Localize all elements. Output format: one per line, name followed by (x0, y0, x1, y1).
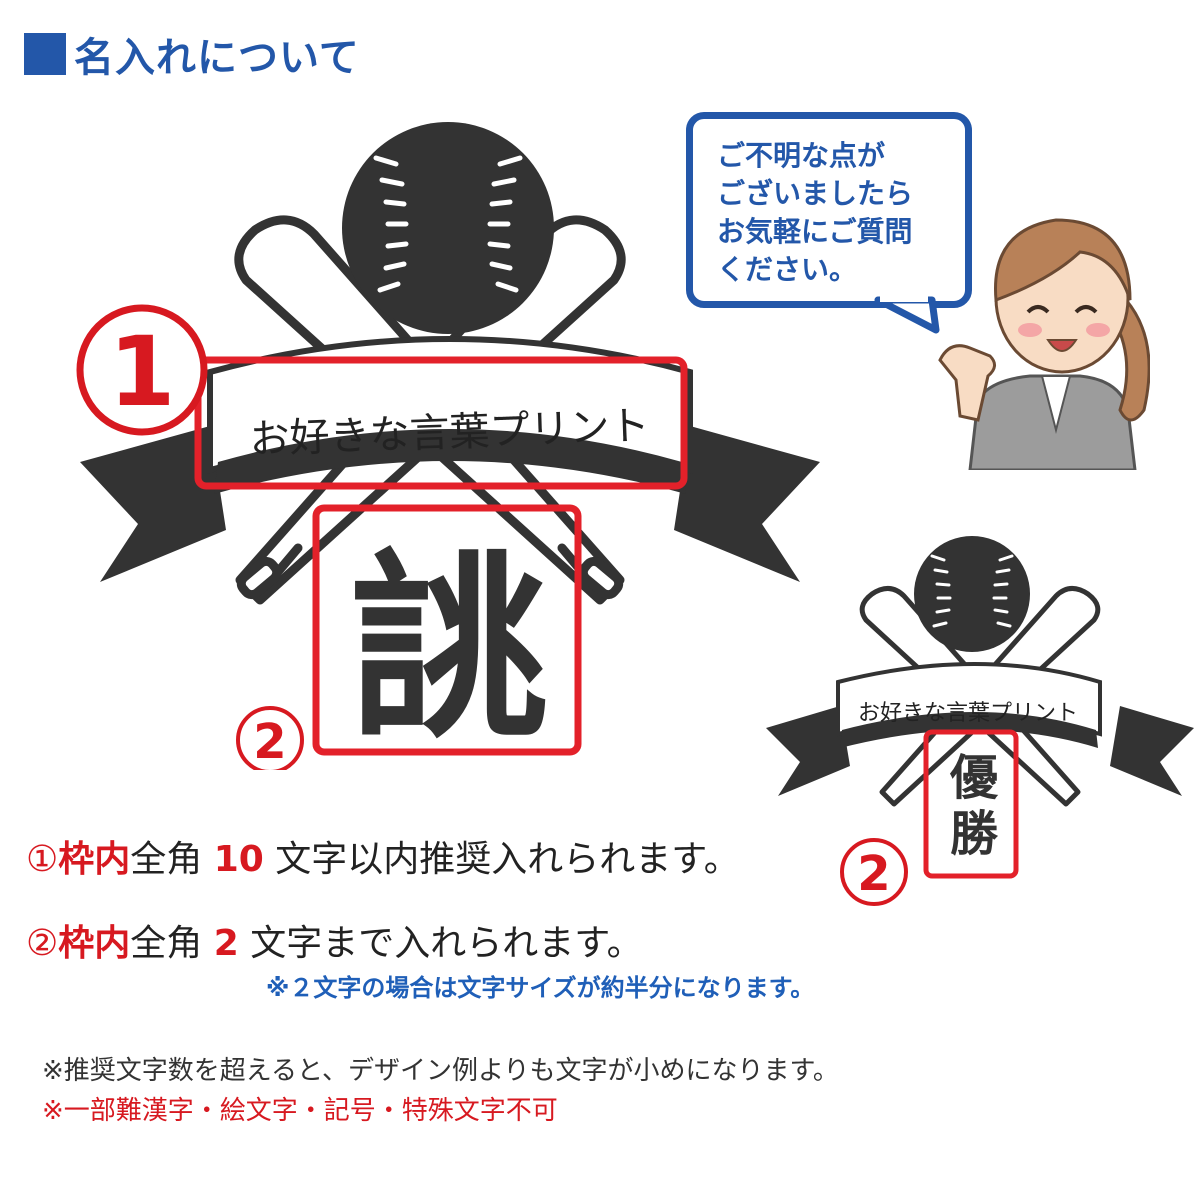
frame-2 (312, 504, 582, 756)
bubble-line-3: お気軽にご質問 (717, 215, 913, 248)
speech-bubble: ご不明な点が ございましたら お気軽にご質問 ください。 (686, 112, 972, 308)
rule-1-text-a: 全角 (130, 839, 214, 880)
page-title: 名入れについて (74, 35, 360, 81)
rule-1-text-b: 文字以内推奨入れられます。 (263, 839, 740, 880)
baseball-icon (342, 122, 554, 334)
marker-2-text: 2 (253, 714, 286, 770)
small-emblem: お好きな言葉プリント 優 勝 2 (766, 536, 1194, 906)
assistant-woman-icon (938, 218, 1150, 470)
bubble-line-4: ください。 (717, 253, 858, 286)
rule-2-frame: 枠内 (58, 923, 131, 964)
small-marker-2-text: 2 (857, 846, 890, 902)
note-1: ※推奨文字数を超えると、デザイン例よりも文字が小めになります。 (42, 1056, 839, 1086)
heading-square-icon (24, 33, 66, 75)
bubble-tail-icon (874, 296, 940, 334)
bubble-line-2: ございましたら (717, 177, 914, 210)
section-heading: 名入れについて (24, 28, 360, 81)
marker-2-icon (236, 706, 304, 770)
rule-2-text-a: 全角 (130, 923, 214, 964)
rule-2-text-b: 文字まで入れられます。 (238, 923, 643, 964)
small-frame-2 (923, 729, 1019, 879)
small-banner-text: お好きな言葉プリント (858, 701, 1078, 726)
large-emblem: お好きな言葉プリント 誂 1 2 (76, 122, 820, 770)
rule-1-count: 10 (213, 839, 264, 880)
rule-1-frame: 枠内 (58, 839, 131, 880)
rule-2-note: ※２文字の場合は文字サイズが約半分になります。 (266, 974, 815, 1002)
large-kanji-text: 誂 (350, 533, 550, 766)
small-baseball-icon (914, 536, 1030, 652)
frame-1 (194, 356, 688, 490)
rule-1-number: ① (26, 839, 59, 880)
rule-1: ①枠内全角 10 文字以内推奨入れられます。 (26, 830, 740, 882)
note-2: ※一部難漢字・絵文字・記号・特殊文字不可 (42, 1096, 558, 1126)
small-marker-2-icon (840, 838, 908, 906)
marker-1-text: 1 (109, 316, 176, 428)
rule-2-number: ② (26, 923, 59, 964)
rule-2: ②枠内全角 2 文字まで入れられます。 (26, 914, 643, 966)
marker-1-icon (76, 304, 208, 436)
small-kanji-2: 勝 (950, 806, 999, 862)
small-kanji-1: 優 (949, 750, 999, 806)
bubble-line-1: ご不明な点が (717, 139, 886, 172)
rule-2-count: 2 (213, 923, 239, 964)
